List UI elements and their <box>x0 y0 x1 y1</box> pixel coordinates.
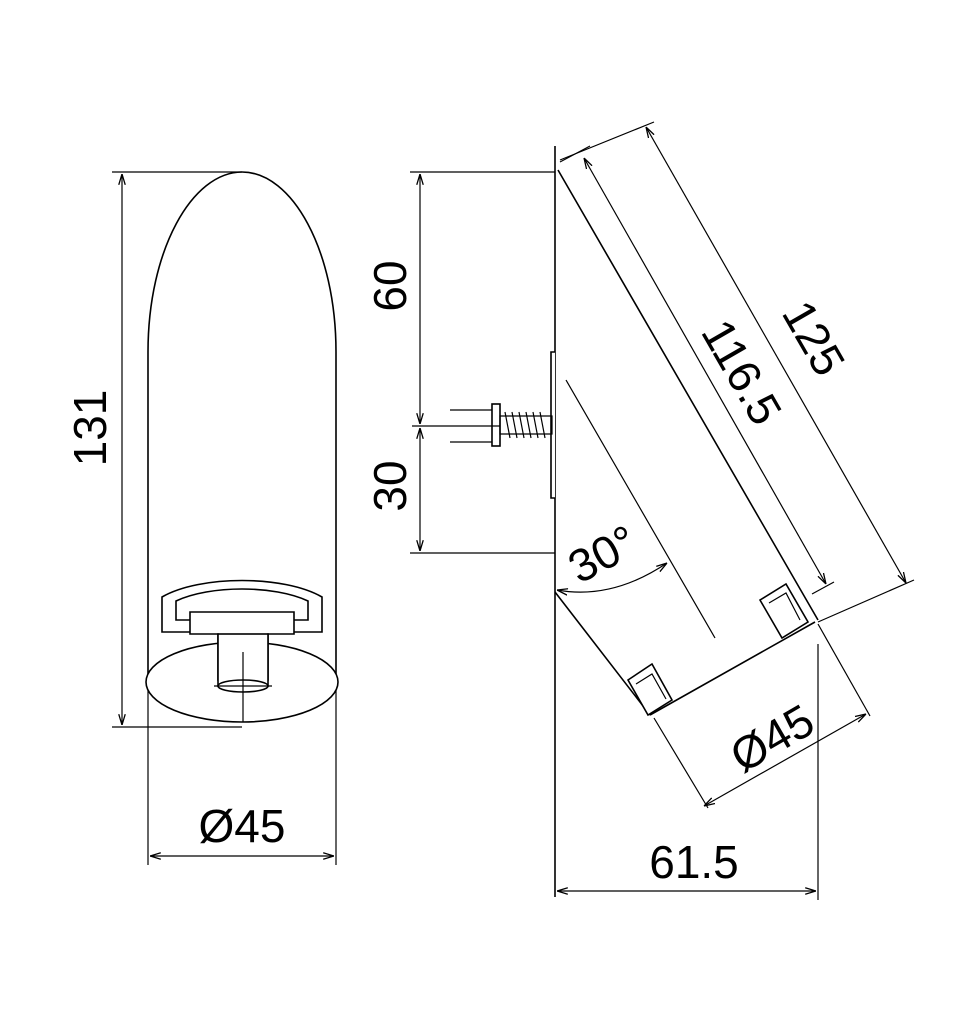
screw-assembly <box>412 403 553 447</box>
dim-side-d-ext-2 <box>817 623 871 717</box>
dim-front-d-label: Ø45 <box>199 800 286 852</box>
screw-head <box>491 403 501 447</box>
dim-side-d-line <box>704 714 866 806</box>
angled-bracket-left <box>626 662 674 717</box>
dim-125-line <box>646 127 906 583</box>
dim-side-d-ext-1 <box>653 717 709 809</box>
dim-60-label: 60 <box>364 260 416 311</box>
dim-30-label: 30 <box>364 460 416 511</box>
dim-125-ext-bottom <box>817 579 915 623</box>
dim-116-label: 116.5 <box>691 311 792 434</box>
dim-61-label: 61.5 <box>649 836 739 888</box>
dim-side-d-label: Ø45 <box>721 694 822 783</box>
front-body-outline <box>147 171 337 680</box>
dim-116-ext-bottom <box>811 581 835 595</box>
angled-bracket-right-inner <box>768 592 801 621</box>
angled-bracket-left-inner <box>635 673 667 700</box>
screw-thread <box>499 411 553 439</box>
dim-131-label: 131 <box>64 390 116 467</box>
side-view: 60 30 30° 116.5 125 Ø45 61.5 <box>364 121 915 900</box>
front-bracket-inner <box>175 588 309 621</box>
wall-plate <box>550 351 555 499</box>
angled-center-line <box>565 379 716 639</box>
angled-bracket-right <box>758 582 810 640</box>
front-view: 131 Ø45 <box>64 171 339 865</box>
dim-125-ext-top <box>559 121 655 161</box>
